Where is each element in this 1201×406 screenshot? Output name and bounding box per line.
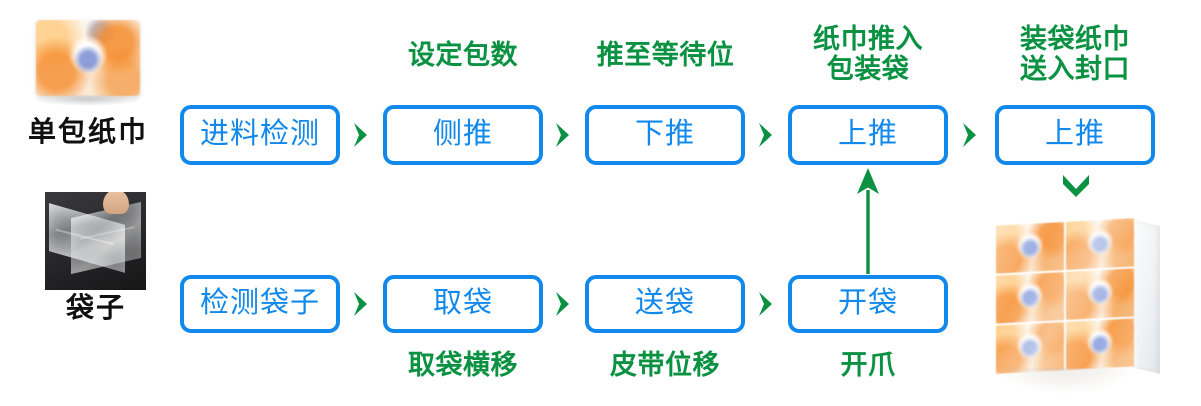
tissue-pack [996,322,1064,374]
process-node-up-push-2[interactable]: 上推 [995,105,1155,165]
process-node-label: 进料检测 [199,117,320,150]
process-node-label: 上推 [837,117,898,150]
process-node-label: 侧推 [432,117,493,150]
chevron-right-icon [350,289,372,319]
caption-top-2: 设定包数 [408,40,518,70]
process-node-label: 开袋 [837,286,898,319]
chevron-right-icon [755,120,777,150]
process-node-label: 送袋 [634,286,695,319]
process-node-side-push[interactable]: 侧推 [383,105,543,165]
process-node-label: 下推 [634,117,695,150]
process-node-label: 取袋 [432,286,493,319]
hand-holding-bag [103,192,129,214]
caption-top-4: 纸巾推入 包装袋 [813,24,923,85]
process-node-label: 上推 [1044,117,1105,150]
arrow-up-icon [852,168,884,274]
caption-top-3: 推至等待位 [596,40,735,70]
tissue-pack [1066,218,1134,270]
process-node-label: 检测袋子 [199,286,320,319]
tissue-pack [1066,318,1134,370]
process-node-down-push[interactable]: 下推 [585,105,745,165]
bundle-pack-grid [996,218,1134,374]
tissue-pack [996,222,1064,274]
tissue-pack [1066,268,1134,320]
chevron-right-icon [552,120,574,150]
process-node-feed-bag[interactable]: 送袋 [585,275,745,333]
caption-bottom-2: 取袋横移 [408,350,518,380]
caption-top-5: 装袋纸巾 送入封口 [1020,24,1130,85]
bundled-tissue-packs-photo [993,218,1160,374]
caption-bottom-3: 皮带位移 [610,350,720,380]
tissue-pack [996,272,1064,324]
bundle-reflection [996,368,1134,394]
process-node-feed-detect[interactable]: 进料检测 [180,105,340,165]
process-node-take-bag[interactable]: 取袋 [383,275,543,333]
chevron-right-icon [959,120,981,150]
chevron-right-icon [350,120,372,150]
chevron-down-icon [1060,172,1092,198]
process-node-open-bag[interactable]: 开袋 [788,275,948,333]
chevron-right-icon [552,289,574,319]
single-tissue-pack-shadow [34,94,142,106]
caption-bottom-4: 开爪 [840,350,896,380]
input-label-bag: 袋子 [65,292,126,323]
input-label-single-tissue: 单包纸巾 [27,116,148,147]
process-node-up-push-1[interactable]: 上推 [788,105,948,165]
single-tissue-pack-photo [36,20,140,96]
plastic-bag-photo [45,192,146,290]
process-node-detect-bag[interactable]: 检测袋子 [180,275,340,333]
chevron-right-icon [755,289,777,319]
